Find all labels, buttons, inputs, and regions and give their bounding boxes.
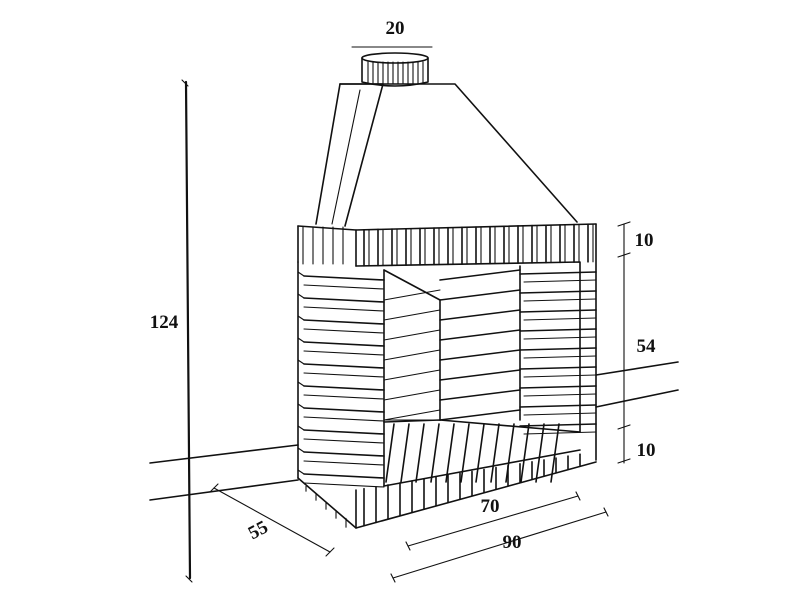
hearth-slat [490, 423, 500, 483]
right-course [519, 309, 597, 313]
dimension-lines [181, 46, 631, 583]
left-course [297, 271, 305, 277]
right-course [523, 412, 597, 416]
left-course [303, 438, 385, 444]
left-course [303, 275, 385, 281]
left-course [303, 416, 385, 422]
chimney-stack [361, 52, 429, 87]
right-course [519, 385, 597, 389]
back-course [439, 329, 521, 341]
back-course [383, 369, 441, 381]
top-brick-ribs [302, 223, 594, 267]
chimney-width-label: 20 [386, 18, 405, 39]
left-course [297, 315, 305, 321]
base-brick-ribs [305, 453, 581, 528]
right-course [519, 290, 597, 294]
left-course [303, 341, 385, 347]
right-course [519, 271, 597, 275]
right-pillar [519, 271, 597, 435]
left-course [297, 469, 305, 475]
left-course [297, 293, 305, 299]
left-course [303, 385, 385, 391]
left-course [303, 319, 385, 325]
right-course [519, 366, 597, 370]
left-course [303, 284, 385, 290]
hearth-slat [385, 423, 395, 483]
right-course [523, 317, 597, 321]
back-course [439, 389, 521, 401]
hearth-slat [475, 423, 485, 483]
hearth-slat [535, 423, 545, 483]
left-course [303, 429, 385, 435]
left-course [303, 306, 385, 312]
back-course [383, 329, 441, 341]
left-course [297, 425, 305, 431]
back-course [439, 369, 521, 381]
right-pillar-courses [519, 271, 597, 435]
left-course [303, 363, 385, 369]
hearth-slat [400, 423, 410, 483]
right-course [523, 355, 597, 359]
depth-label: 55 [245, 517, 272, 544]
right-course [519, 404, 597, 408]
back-course [383, 349, 441, 361]
back-course [383, 289, 441, 301]
back-course [439, 289, 521, 301]
back-course [439, 349, 521, 361]
left-pillar-courses [297, 271, 385, 488]
left-course [303, 372, 385, 378]
left-course [297, 381, 305, 387]
left-course [303, 482, 385, 488]
inner-width-label: 70 [481, 496, 500, 517]
right-course [523, 336, 597, 340]
back-course [383, 409, 441, 421]
hearth-slat [415, 423, 425, 483]
hearth-slat [430, 423, 440, 483]
right-course [519, 328, 597, 332]
left-course [303, 297, 385, 303]
right-course [523, 298, 597, 302]
back-course [383, 389, 441, 401]
base-band-label: 10 [637, 440, 656, 461]
outer-width-label: 90 [503, 532, 522, 553]
base-brick-band [297, 449, 597, 529]
left-course [303, 473, 385, 479]
left-course [303, 451, 385, 457]
chimney-hood [315, 83, 578, 227]
right-course [523, 393, 597, 397]
chimney-stack-ribs [367, 61, 424, 85]
hearth-slat [445, 423, 455, 483]
total-height-label: 124 [150, 312, 179, 333]
hearth-slat [520, 423, 530, 483]
top-band-label: 10 [635, 230, 654, 251]
back-course [383, 309, 441, 321]
floor-lines [149, 361, 679, 501]
right-course [523, 431, 597, 435]
opening-height-label: 54 [637, 336, 657, 357]
left-course [303, 328, 385, 334]
right-course [519, 347, 597, 351]
left-course [297, 447, 305, 453]
left-course [297, 337, 305, 343]
back-course [439, 409, 521, 421]
right-course [519, 423, 597, 427]
dimension-labels: 20 124 10 54 10 55 70 90 [150, 18, 656, 553]
left-course [303, 407, 385, 413]
left-course [297, 359, 305, 365]
hearth-floor [383, 419, 581, 483]
right-course [523, 279, 597, 283]
left-course [303, 350, 385, 356]
hearth-slat [460, 423, 470, 483]
left-course [297, 403, 305, 409]
back-wall-courses [383, 269, 521, 421]
right-course [523, 374, 597, 378]
back-wall [383, 265, 521, 421]
left-course [303, 394, 385, 400]
left-course [303, 460, 385, 466]
back-course [439, 269, 521, 281]
hearth-slat [550, 423, 560, 483]
back-course [439, 309, 521, 321]
left-pillar [297, 261, 385, 488]
